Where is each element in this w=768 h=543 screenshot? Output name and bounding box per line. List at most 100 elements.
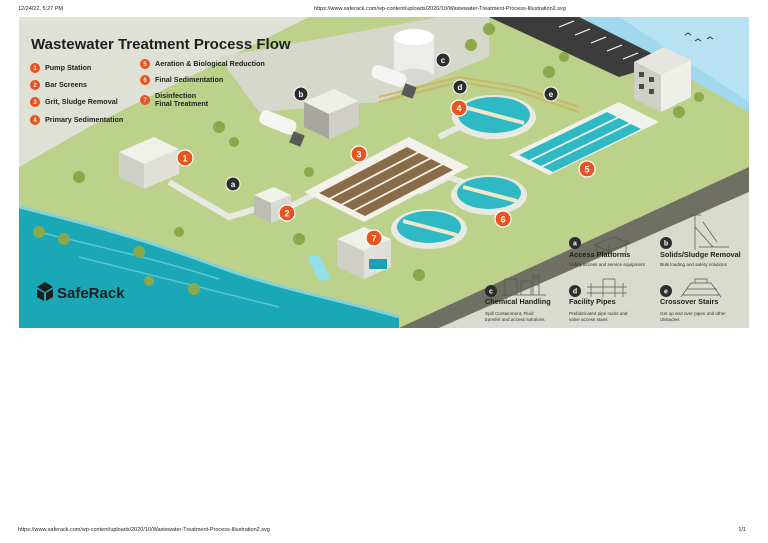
step-label-6: Final Sedimentation <box>155 75 223 84</box>
legend-badge-e <box>660 285 672 297</box>
legend-desc-c2: transfer and access solutions <box>485 317 545 322</box>
legend-item-a: a Access Platforms Safely access and ser… <box>569 236 646 267</box>
legend-letter-a: a <box>573 241 577 248</box>
sludge-loading-garage <box>304 89 359 139</box>
crossover-stairs-icon <box>680 278 722 298</box>
office-building <box>634 47 691 112</box>
marker-b-letter: b <box>299 90 304 99</box>
loading-rack-icon <box>689 214 729 250</box>
legend-title-b: Solids/Sludge Removal <box>660 250 741 259</box>
marker-d-letter: d <box>458 83 463 92</box>
tanker-truck-sludge <box>259 110 305 147</box>
marker-6 <box>494 210 512 228</box>
step-badge-6 <box>140 75 150 85</box>
step-label-7: Disinfection <box>155 91 196 100</box>
step-badge-4 <box>30 115 40 125</box>
access-platform-icon <box>593 236 630 255</box>
legend-item-b: b Solids/Sludge Removal Bulk loading and… <box>660 214 741 267</box>
legend-letter-e: e <box>664 289 668 296</box>
legend-desc-b: Bulk loading and safety solutions <box>660 262 728 267</box>
marker-a-letter: a <box>231 180 236 189</box>
marker-c-letter: c <box>441 56 446 65</box>
marker-2 <box>278 204 296 222</box>
step-num-1: 1 <box>33 66 37 72</box>
equipment-legend: a Access Platforms Safely access and ser… <box>485 214 741 322</box>
legend-title-c: Chemical Handling <box>485 297 551 306</box>
print-page-number: 1/1 <box>738 527 746 533</box>
marker-6-num: 6 <box>500 215 505 225</box>
pump-station-building <box>119 137 179 189</box>
saferack-logo-mark <box>37 282 53 301</box>
final-clarifiers <box>391 175 527 249</box>
step-num-6: 6 <box>143 78 147 84</box>
aeration-basins <box>509 102 659 175</box>
legend-letter-d: d <box>573 289 577 296</box>
print-footer-url[interactable]: https://www.saferack.com/wp-content/uplo… <box>18 527 270 533</box>
step-markers: 1 2 3 4 5 6 7 <box>176 99 596 247</box>
step-label-7b: Final Treatment <box>155 99 209 108</box>
marker-5 <box>578 160 596 178</box>
disinfection-building <box>337 227 391 279</box>
marker-7-num: 7 <box>371 234 376 244</box>
marker-7 <box>365 229 383 247</box>
marker-c <box>435 52 451 68</box>
legend-letter-b: b <box>664 241 668 248</box>
step-num-5: 5 <box>143 62 147 68</box>
marker-3-num: 3 <box>356 150 361 160</box>
birds <box>684 32 714 42</box>
tanker-truck-chemical <box>371 64 417 99</box>
outfall-water <box>307 255 331 281</box>
legend-item-e: e Crossover Stairs Get up and over pipes… <box>660 278 726 322</box>
step-num-2: 2 <box>33 83 37 89</box>
primary-clarifier <box>452 95 536 139</box>
legend-desc-a: Safely access and service equipment <box>569 262 646 267</box>
legend-desc-d2: valve access stairs <box>569 317 608 322</box>
marker-a <box>225 176 241 192</box>
legend-item-c: c Chemical Handling Spill Containment, F… <box>485 273 551 322</box>
marker-3 <box>350 145 368 163</box>
legend-badge-b <box>660 237 672 249</box>
diagram-title: Wastewater Treatment Process Flow <box>31 36 291 53</box>
print-header: 12/24/22, 5:27 PM https://www.saferack.c… <box>18 6 746 16</box>
marker-e <box>543 86 559 102</box>
chemical-handling-icon <box>501 273 546 296</box>
equipment-markers: a b c d e <box>225 52 559 192</box>
legend-letter-c: c <box>489 289 493 296</box>
legend-item-d: d Facility Pipes Prefabricated pipe rack… <box>569 278 628 322</box>
step-num-4: 4 <box>33 118 37 124</box>
step-label-2: Bar Screens <box>45 80 87 89</box>
brand-name: SafeRack <box>57 285 125 302</box>
marker-b <box>293 86 309 102</box>
marker-d <box>452 79 468 95</box>
saferack-logo: SafeRack <box>37 282 125 302</box>
step-badge-3 <box>30 97 40 107</box>
step-label-3: Grit, Sludge Removal <box>45 97 118 106</box>
step-badge-2 <box>30 80 40 90</box>
legend-title-d: Facility Pipes <box>569 297 616 306</box>
illustration-canvas: Wastewater Treatment Process Flow 1 Pump… <box>19 17 749 328</box>
step-badge-5 <box>140 59 150 69</box>
legend-desc-e: Get up and over pipes and other <box>660 311 726 316</box>
step-label-1: Pump Station <box>45 63 91 72</box>
wastewater-illustration: Wastewater Treatment Process Flow 1 Pump… <box>19 17 749 328</box>
marker-5-num: 5 <box>584 165 589 175</box>
grit-sludge-beds <box>304 137 469 222</box>
legend-desc-c: Spill Containment, Fluid <box>485 311 534 316</box>
legend-desc-e2: obstacles <box>660 317 680 322</box>
legend-badge-c <box>485 285 497 297</box>
trees <box>33 23 704 295</box>
step-num-7: 7 <box>143 98 147 104</box>
legend-badge-a <box>569 237 581 249</box>
legend-title-e: Crossover Stairs <box>660 297 718 306</box>
marker-1 <box>176 149 194 167</box>
river <box>19 207 399 328</box>
print-timestamp: 12/24/22, 5:27 PM <box>18 6 63 12</box>
print-header-url[interactable]: https://www.saferack.com/wp-content/uplo… <box>314 6 566 12</box>
legend-desc-d: Prefabricated pipe racks and <box>569 311 628 316</box>
marker-4 <box>450 99 468 117</box>
marker-2-num: 2 <box>284 209 289 219</box>
step-label-5: Aeration & Biological Reduction <box>155 59 265 68</box>
marker-1-num: 1 <box>182 154 187 164</box>
print-footer: https://www.saferack.com/wp-content/uplo… <box>18 527 746 537</box>
parking-stripes <box>558 20 639 60</box>
